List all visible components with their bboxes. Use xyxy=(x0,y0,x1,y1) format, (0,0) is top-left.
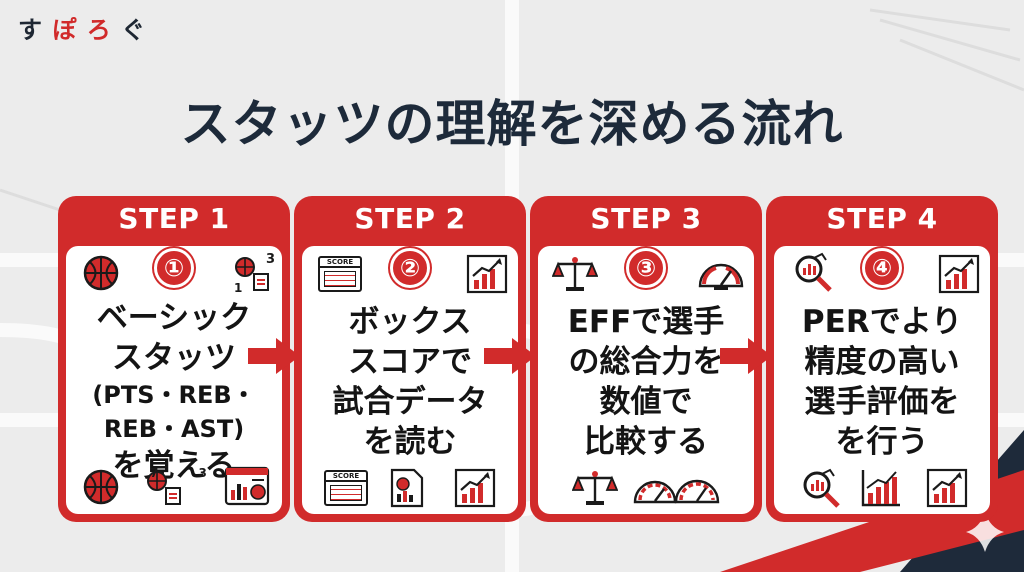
score-grid xyxy=(324,271,356,287)
stat-number-label: 7 3 xyxy=(150,466,225,480)
description-line: の総合力を xyxy=(568,344,724,380)
description-line: 比較する xyxy=(584,424,708,460)
player-stats-icon: 1 xyxy=(234,257,269,294)
basketball-icon xyxy=(83,255,119,291)
sparkle-icon xyxy=(966,512,1004,552)
step-label: STEP 4 xyxy=(826,202,938,235)
description-line: ベーシック xyxy=(96,300,252,336)
balance-scale-icon xyxy=(572,471,618,505)
stat-number-label: 3 xyxy=(266,252,276,267)
report-document-icon xyxy=(390,468,424,508)
player-stats-icon xyxy=(147,471,181,505)
step-label: STEP 2 xyxy=(354,202,466,235)
logo-char: ろ xyxy=(86,16,112,44)
dual-gauge-icon xyxy=(633,479,720,504)
step-description: ボックス スコアで 試合データ を読む xyxy=(302,302,518,462)
description-line: REB・AST) xyxy=(103,415,245,443)
logo-char: ぐ xyxy=(121,16,147,44)
balance-scale-icon xyxy=(552,257,598,291)
step-label: STEP 3 xyxy=(590,202,702,235)
description-line: スコアで xyxy=(348,344,472,380)
step-number-badge: ① xyxy=(154,248,194,288)
rising-chart-icon xyxy=(926,468,968,508)
step-body: ④ PERでより 精度の高い 選手評価を を行う xyxy=(774,246,990,514)
description-line: 試合データ xyxy=(332,384,488,420)
description-line: ボックス xyxy=(348,304,472,340)
description-line: EFFで選手 xyxy=(567,304,725,340)
rising-chart-icon xyxy=(454,468,496,508)
magnifier-analytics-icon xyxy=(795,252,832,292)
scoreboard-icon: SCORE xyxy=(318,256,362,292)
step-body: ① 1 3 ベーシック スタッツ (PTS・REB・ REB・AST) を覚える xyxy=(66,246,282,514)
flow-arrow-icon xyxy=(248,338,300,374)
description-line: を読む xyxy=(363,424,457,460)
flow-arrow-icon xyxy=(484,338,536,374)
speedometer-gauge-icon xyxy=(698,263,744,290)
logo-char: ぽ xyxy=(52,16,78,44)
logo-char: す xyxy=(18,16,43,44)
score-label: SCORE xyxy=(326,472,366,482)
description-line: (PTS・REB・ xyxy=(92,381,256,409)
score-label: SCORE xyxy=(320,258,360,268)
step-body: ② SCORE ボックス スコアで 試合データ を読む SCORE xyxy=(302,246,518,514)
score-grid xyxy=(330,485,362,501)
step-description: EFFで選手 の総合力を 数値で 比較する xyxy=(538,302,754,462)
description-line: を行う xyxy=(835,424,929,460)
step-card-2: STEP 2 ② SCORE ボックス スコアで 試合データ を読む SCORE xyxy=(294,196,526,522)
description-line: 数値で xyxy=(599,384,693,420)
magnifier-analytics-icon xyxy=(803,468,840,508)
page-title: スタッツの理解を深める流れ xyxy=(180,95,844,153)
brand-logo: す ぽ ろ ぐ xyxy=(18,10,146,45)
step-description: ベーシック スタッツ (PTS・REB・ REB・AST) を覚える xyxy=(66,298,282,486)
rising-chart-icon xyxy=(938,254,980,294)
step-card-4: STEP 4 ④ PERでより 精度の高い 選手評価を を行う xyxy=(766,196,998,522)
step-number-badge: ④ xyxy=(862,248,902,288)
basketball-icon xyxy=(83,469,119,505)
rising-chart-icon xyxy=(466,254,508,294)
bar-trend-icon xyxy=(861,470,900,507)
step-number-badge: ② xyxy=(390,248,430,288)
scoreboard-icon: SCORE xyxy=(324,470,368,506)
description-line: 選手評価を xyxy=(804,384,960,420)
description-line: 精度の高い xyxy=(804,344,960,380)
svg-text:1: 1 xyxy=(234,281,242,294)
dashboard-window-icon xyxy=(224,466,270,506)
step-description: PERでより 精度の高い 選手評価を を行う xyxy=(774,302,990,462)
flow-arrow-icon xyxy=(720,338,772,374)
description-line: を覚える xyxy=(112,448,236,484)
step-number-badge: ③ xyxy=(626,248,666,288)
step-label: STEP 1 xyxy=(118,202,230,235)
description-line: PERでより xyxy=(801,304,963,340)
step-body: ③ EFFで選手 の総合力を 数値で 比較する xyxy=(538,246,754,514)
description-line: スタッツ xyxy=(112,340,236,376)
